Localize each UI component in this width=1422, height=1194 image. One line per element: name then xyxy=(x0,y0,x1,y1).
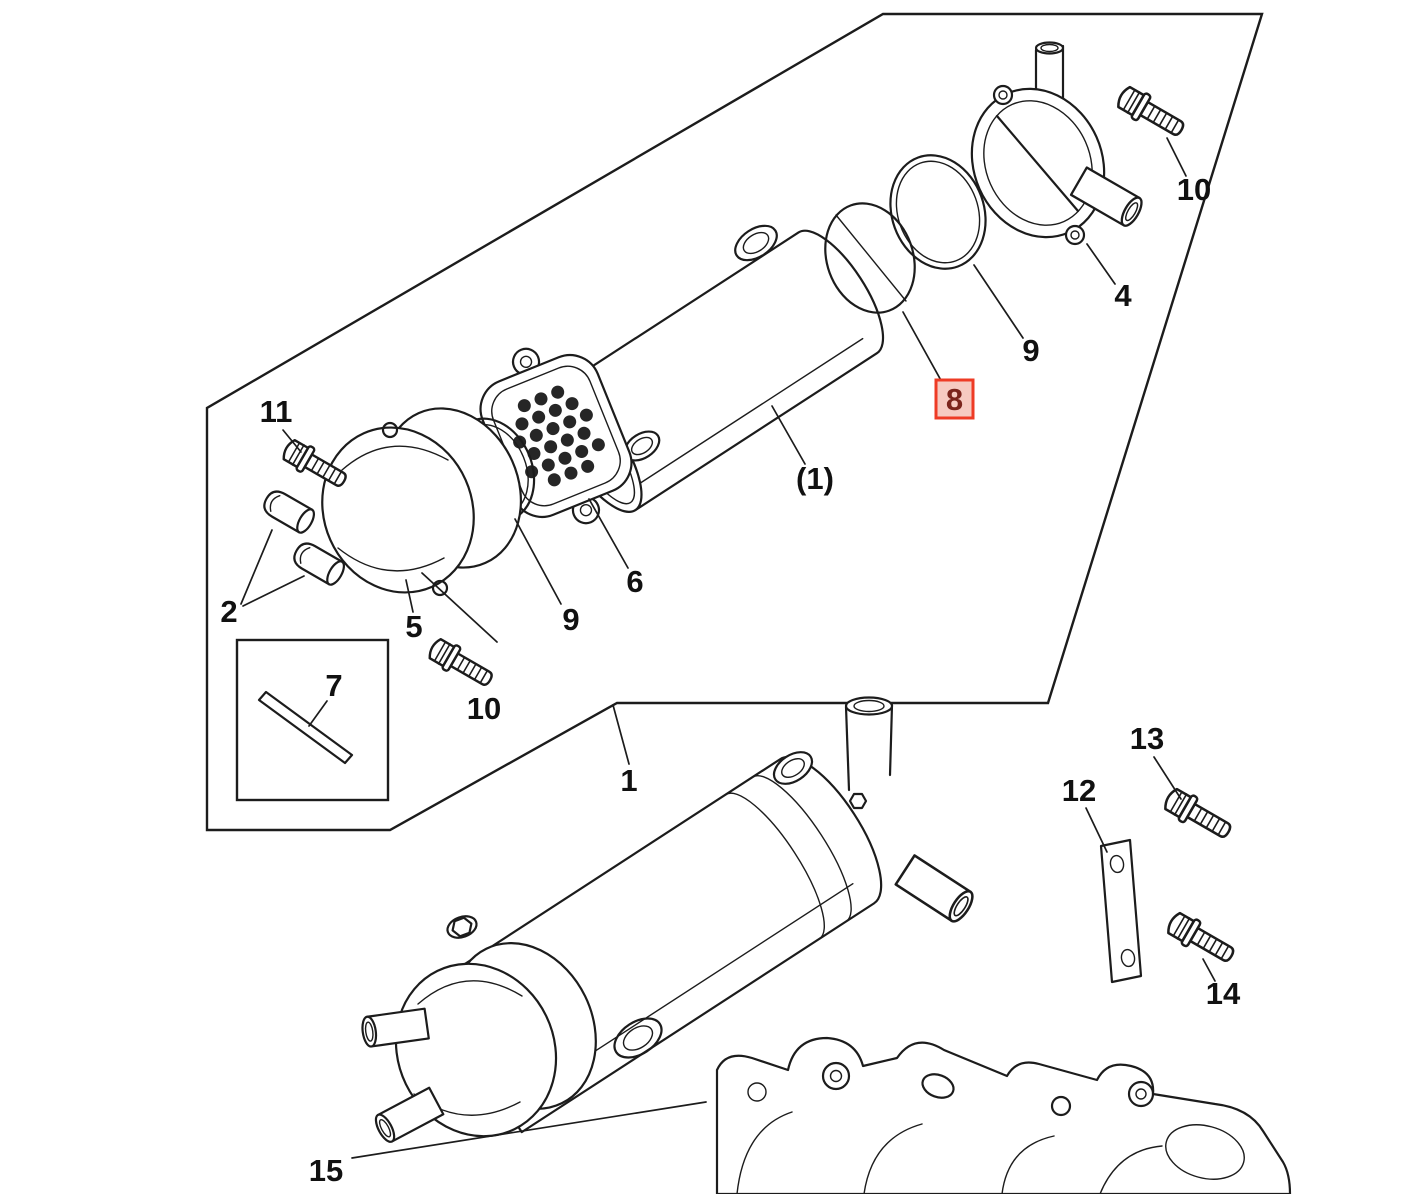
tube-holes xyxy=(513,385,605,487)
part-8-chord-line xyxy=(835,214,907,302)
callout-9-right[interactable]: 9 xyxy=(1022,333,1039,368)
callout-4[interactable]: 4 xyxy=(1114,278,1132,313)
body-top-port xyxy=(734,224,778,262)
callout-1-paren[interactable]: (1) xyxy=(796,461,834,496)
part-14-bolt xyxy=(1162,907,1240,970)
callout-1[interactable]: 1 xyxy=(620,763,637,798)
callout-labels: 11 2 5 9 6 10 7 (1) 8 9 4 10 1 12 13 14 … xyxy=(220,172,1241,1188)
callout-7[interactable]: 7 xyxy=(325,668,342,703)
highlight-box[interactable] xyxy=(934,378,975,420)
callout-5[interactable]: 5 xyxy=(405,609,422,644)
part-10-bolt-upper xyxy=(1112,81,1190,144)
end-cover-top-pipe xyxy=(1034,41,1065,106)
part-5-cover xyxy=(321,407,523,597)
callout-13[interactable]: 13 xyxy=(1130,721,1164,756)
callout-6[interactable]: 6 xyxy=(626,564,643,599)
part-7-inset xyxy=(235,638,390,802)
callout-12[interactable]: 12 xyxy=(1062,773,1096,808)
inset-box xyxy=(235,638,390,802)
cooler-bottom-port xyxy=(613,1017,663,1059)
callout-2[interactable]: 2 xyxy=(220,594,237,629)
callout-10-lower[interactable]: 10 xyxy=(467,691,501,726)
callout-10-upper[interactable]: 10 xyxy=(1177,172,1211,207)
cooler-top-port xyxy=(772,751,814,785)
part-2-plug-upper xyxy=(259,486,319,537)
exploded-view-panel-border xyxy=(205,12,1264,832)
callout-15[interactable]: 15 xyxy=(309,1153,343,1188)
part-9-oring-right xyxy=(889,154,987,270)
part-10-bolt-lower xyxy=(424,633,499,694)
part-4-end-cover xyxy=(970,41,1147,246)
cooler-small-bolt xyxy=(848,792,868,810)
cooler-outlet-pipe xyxy=(894,854,979,927)
part-12-plate xyxy=(1099,838,1143,984)
callout-8[interactable]: 8 xyxy=(946,382,963,417)
highlighted-part-callout[interactable]: 8 xyxy=(934,378,975,420)
part-13-bolt xyxy=(1159,783,1237,846)
assembled-cooler xyxy=(359,696,979,1146)
callout-9-left[interactable]: 9 xyxy=(562,602,579,637)
cooler-cover-bolt xyxy=(446,915,478,939)
end-cover-face-line xyxy=(995,114,1080,213)
part-7-pin xyxy=(257,690,354,765)
callout-11[interactable]: 11 xyxy=(260,394,293,429)
cooler-hose-stub-lower xyxy=(371,1086,445,1146)
cooler-inlet-elbow xyxy=(844,696,894,792)
body-side-port xyxy=(623,430,661,462)
part-15-manifold xyxy=(715,1036,1292,1194)
cooler-front-cover xyxy=(394,942,597,1138)
callout-14[interactable]: 14 xyxy=(1206,976,1241,1011)
leader-lines xyxy=(240,137,1216,1159)
